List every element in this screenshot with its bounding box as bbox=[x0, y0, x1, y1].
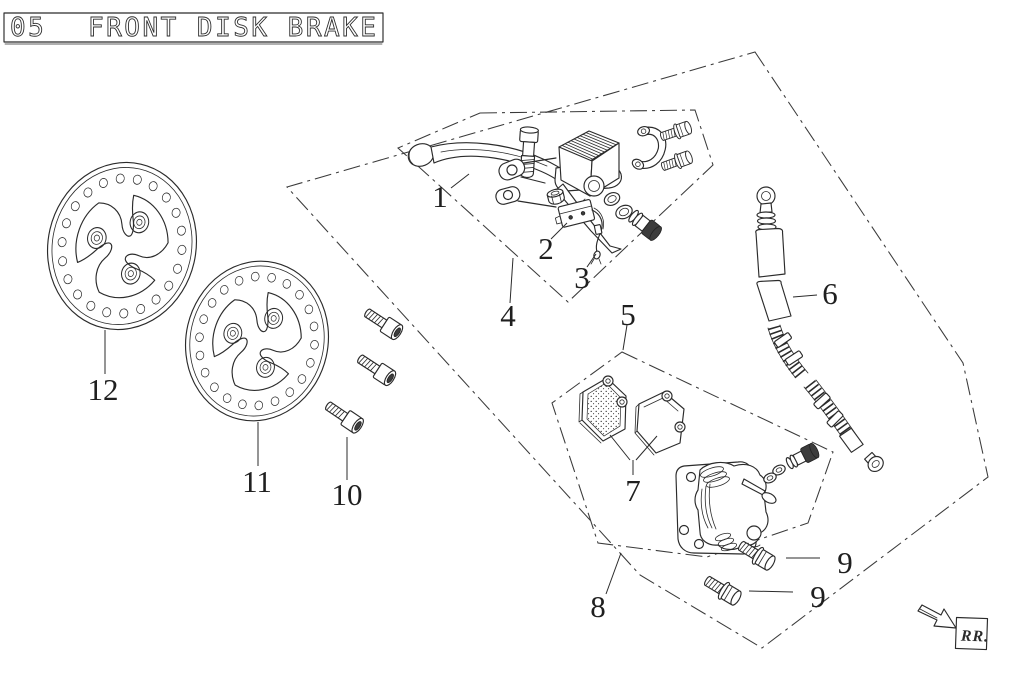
direction-arrow-icon bbox=[917, 604, 957, 629]
part-label-8: 8 bbox=[590, 589, 606, 624]
rr-stamp: RR. bbox=[917, 604, 990, 651]
brake-pad-friction bbox=[578, 375, 628, 444]
leader-lines bbox=[104, 173, 820, 595]
part-label-9-lower: 9 bbox=[810, 579, 826, 614]
master-cylinder bbox=[558, 130, 620, 197]
cylinder-bore bbox=[583, 175, 605, 197]
title-block: 05 FRONT DISK BRAKE bbox=[3, 12, 384, 45]
section-number: 05 bbox=[10, 13, 46, 43]
brake-pad-plate bbox=[634, 390, 686, 456]
assembly-outline-8 bbox=[286, 51, 989, 649]
title-box bbox=[3, 12, 384, 43]
handlebar-clamp bbox=[631, 125, 667, 170]
brake-disc-12 bbox=[31, 148, 213, 345]
part-labels: 1 2 3 4 5 6 7 8 9 9 10 11 12 bbox=[88, 179, 853, 624]
sealing-washers bbox=[603, 192, 633, 220]
part-label-1: 1 bbox=[432, 179, 448, 214]
part-label-7: 7 bbox=[625, 473, 641, 508]
part-label-11: 11 bbox=[242, 464, 272, 499]
part-label-6: 6 bbox=[822, 276, 838, 311]
part-label-9-upper: 9 bbox=[837, 545, 853, 580]
part-label-3: 3 bbox=[574, 260, 590, 295]
master-cylinder-bracket bbox=[495, 157, 557, 208]
part-label-12: 12 bbox=[88, 372, 119, 407]
caliper-outline-5 bbox=[551, 351, 834, 558]
stamp-text: RR. bbox=[960, 628, 990, 646]
switch-wire bbox=[590, 207, 604, 265]
part-label-10: 10 bbox=[332, 477, 363, 512]
brake-caliper bbox=[675, 461, 777, 555]
page-title: FRONT DISK BRAKE bbox=[88, 13, 378, 43]
part-label-4: 4 bbox=[500, 298, 516, 333]
disc-bolts-10 bbox=[321, 304, 406, 436]
banjo-bolt-caliper bbox=[763, 442, 820, 484]
stamp-box bbox=[954, 616, 989, 651]
brake-light-switch bbox=[554, 199, 596, 228]
part-label-2: 2 bbox=[538, 231, 554, 266]
lock-nut bbox=[546, 188, 565, 205]
banjo-bolt-master bbox=[628, 209, 662, 241]
brake-disc-11 bbox=[170, 247, 344, 435]
brake-hose bbox=[755, 186, 884, 473]
part-label-5: 5 bbox=[620, 297, 636, 332]
master-cylinder-outline-4 bbox=[397, 109, 714, 303]
